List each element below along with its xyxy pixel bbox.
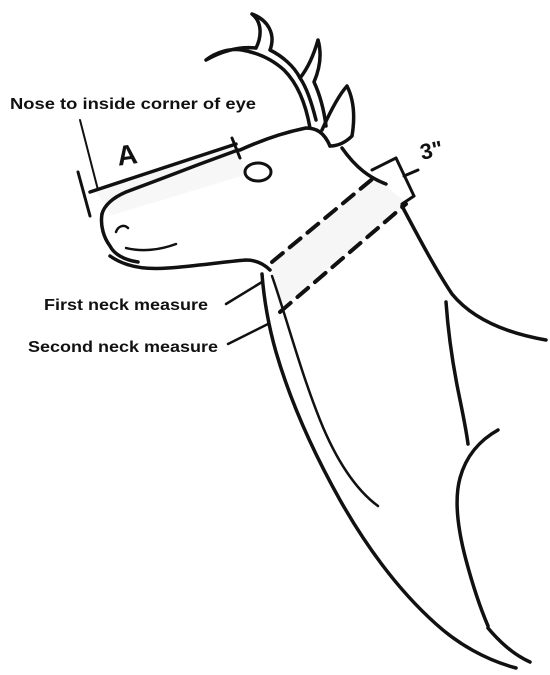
nose-tip <box>101 214 138 262</box>
neck-back <box>402 206 546 340</box>
mouth-line <box>126 244 176 250</box>
neck-front <box>262 274 516 668</box>
shoulder-line <box>446 302 468 444</box>
segment-a-label: A <box>115 138 139 172</box>
second-neck-leader <box>228 324 268 344</box>
first-neck-label: First neck measure <box>44 297 208 314</box>
first-neck-leader <box>226 282 262 304</box>
band-width-label: 3" <box>418 136 445 165</box>
nostril <box>116 226 128 232</box>
second-neck-label: Second neck measure <box>28 339 218 356</box>
neck-measure-band <box>270 178 407 310</box>
nose-eye-leader <box>80 120 98 190</box>
foreleg <box>488 628 530 662</box>
band-bracket-bottom <box>402 196 414 204</box>
eye <box>245 163 271 181</box>
bracket-left-tick <box>78 172 90 216</box>
band-bracket-tick <box>404 170 418 176</box>
forehead <box>240 128 330 150</box>
nose-eye-label: Nose to inside corner of eye <box>10 96 256 113</box>
band-bracket-top <box>372 158 396 170</box>
chest-curve <box>457 430 498 626</box>
